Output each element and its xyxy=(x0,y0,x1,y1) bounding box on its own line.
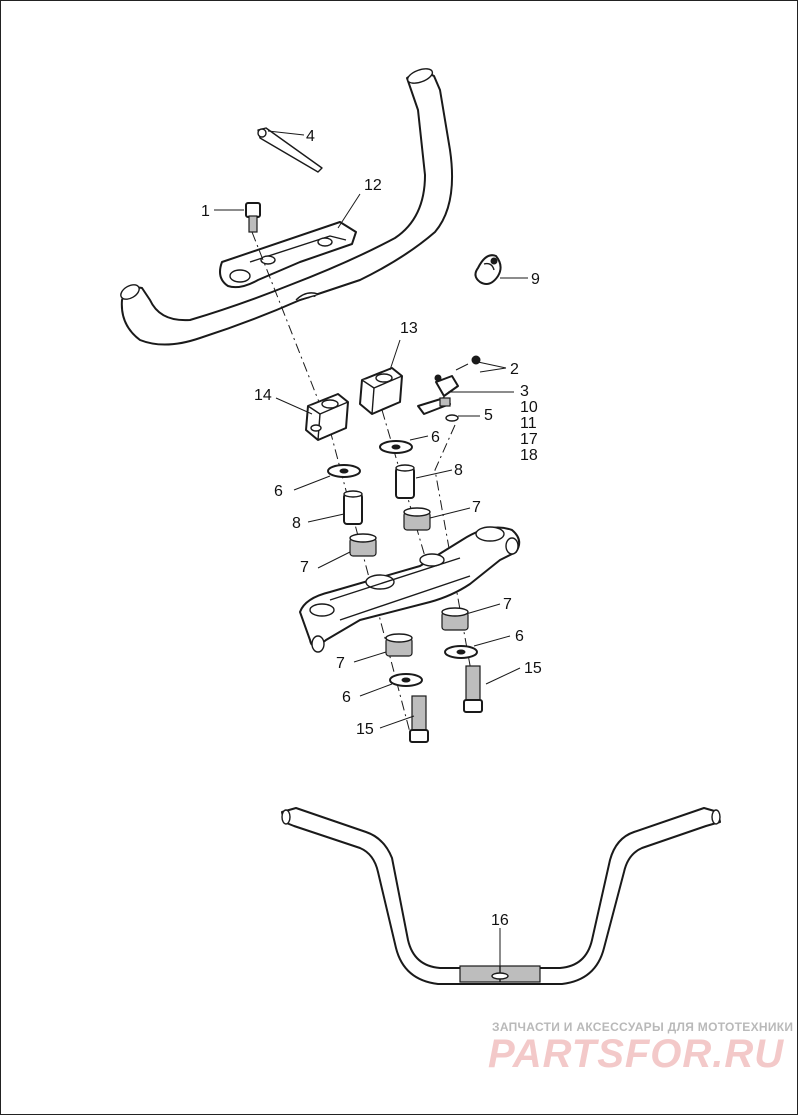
bracket-part-3 xyxy=(434,374,459,397)
callout-9: 9 xyxy=(531,271,540,288)
callout-7-lower-left: 7 xyxy=(336,655,345,672)
upper-clamp-part-12 xyxy=(219,221,357,289)
fork-bracket xyxy=(299,526,521,653)
callout-6-upper-right: 6 xyxy=(431,429,440,446)
watermark-tagline: ЗАПЧАСТИ И АКСЕССУАРЫ ДЛЯ МОТОТЕХНИКИ xyxy=(492,1020,794,1034)
callout-18: 18 xyxy=(520,447,538,464)
washer-part-6-upper-right xyxy=(379,440,413,454)
upper-handlebar xyxy=(120,68,454,346)
screw-part-2 xyxy=(455,355,481,371)
washer-part-6-lower-right xyxy=(444,645,478,659)
assembly-lines xyxy=(251,231,479,741)
switch-block-part-10 xyxy=(417,397,451,415)
callout-labels: 1 4 12 9 13 14 2 3 5 10 11 17 18 6 8 6 7… xyxy=(201,128,542,929)
callout-15-left: 15 xyxy=(356,721,374,738)
riser-part-13 xyxy=(359,367,403,415)
bushing-part-7-upper-left xyxy=(349,533,377,557)
callout-1: 1 xyxy=(201,203,210,220)
callout-8-left: 8 xyxy=(292,515,301,532)
watermark-logo-text: PARTSFOR.RU xyxy=(488,1032,785,1076)
bolt-part-15-right xyxy=(463,665,483,713)
callout-3: 3 xyxy=(520,383,529,400)
callout-4: 4 xyxy=(306,128,315,145)
washer-part-6-upper-left xyxy=(327,464,361,478)
spacer-part-8-right xyxy=(395,464,415,499)
riser-part-14 xyxy=(305,393,349,441)
callout-13: 13 xyxy=(400,320,418,337)
bushing-part-7-lower-left xyxy=(385,633,413,657)
callout-2: 2 xyxy=(510,361,519,378)
callout-14: 14 xyxy=(254,387,272,404)
callout-12: 12 xyxy=(364,177,382,194)
bolt-part-1 xyxy=(245,202,261,233)
callout-5: 5 xyxy=(484,407,493,424)
callout-6-lower-left: 6 xyxy=(342,689,351,706)
callout-15-right: 15 xyxy=(524,660,542,677)
bushing-part-7-lower-right-top xyxy=(441,607,469,631)
leader-lines xyxy=(214,130,528,966)
callout-6-upper-left: 6 xyxy=(274,483,283,500)
callout-8-right: 8 xyxy=(454,462,463,479)
callout-7-upper-right: 7 xyxy=(472,499,481,516)
cable-tie-part-4 xyxy=(257,127,323,173)
clip-part-9 xyxy=(474,254,502,285)
callout-16: 16 xyxy=(491,912,509,929)
bolt-part-15-left xyxy=(409,695,429,743)
callout-6-lower-right: 6 xyxy=(515,628,524,645)
spacer-part-8-left xyxy=(343,490,363,525)
handlebar-part-16 xyxy=(281,807,721,985)
callout-7-upper-left: 7 xyxy=(300,559,309,576)
callout-10: 10 xyxy=(520,399,538,416)
washer-part-5 xyxy=(445,414,459,422)
washer-part-6-lower-left xyxy=(389,673,423,687)
bushing-part-7-upper-right xyxy=(403,507,431,531)
callout-17: 17 xyxy=(520,431,538,448)
callout-11: 11 xyxy=(520,415,537,432)
callout-7-lower-right: 7 xyxy=(503,596,512,613)
